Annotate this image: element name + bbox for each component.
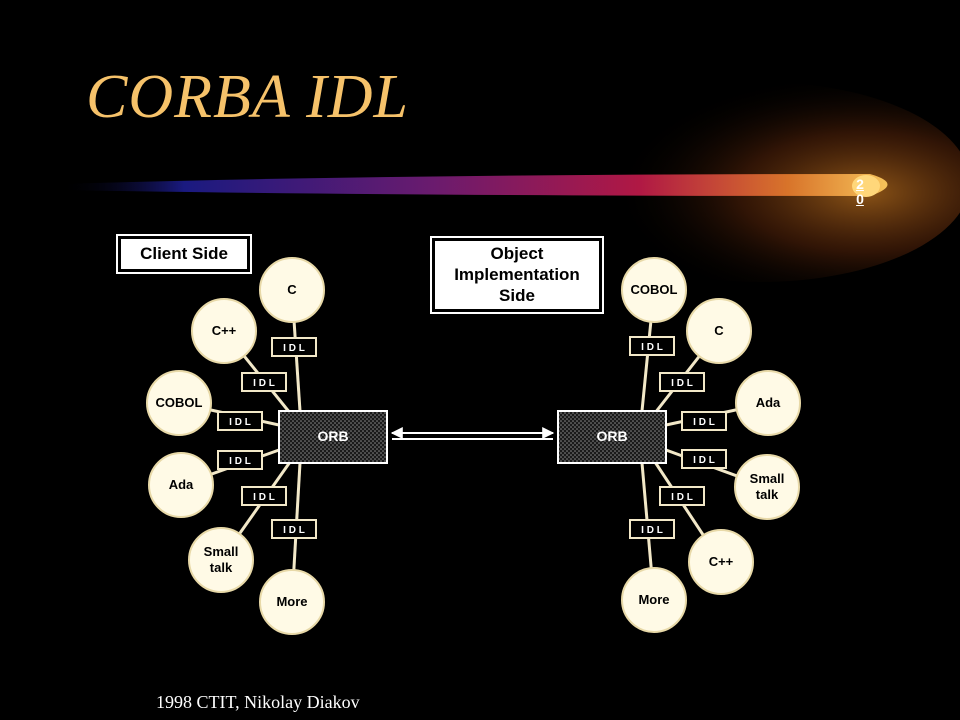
slide-number-digit: 0 [856,191,864,207]
language-label: Ada [169,477,194,492]
slide-number-digit: 2 [856,176,864,192]
idl-tag [217,411,263,431]
idl-tag-label: I D L [671,378,693,389]
slide-number: 2 0 [852,177,868,207]
object-side-line: Side [499,286,535,305]
language-label: Small [204,544,239,559]
language-label: C++ [709,554,734,569]
language-node [191,298,257,364]
idl-tag-label: I D L [283,525,305,536]
object-side-line: Implementation [454,265,580,284]
orb-box [557,410,667,464]
orb-label: ORB [317,428,348,444]
idl-tag [271,337,317,357]
orb-label: ORB [596,428,627,444]
language-node [686,298,752,364]
client-side-label: Client Side [116,234,252,274]
idl-tag-label: I D L [641,525,663,536]
idl-tag-label: I D L [693,455,715,466]
idl-tag-label: I D L [693,417,715,428]
language-label: COBOL [631,282,678,297]
language-node [734,454,800,520]
language-label: More [276,594,307,609]
language-label: More [638,592,669,607]
idl-tag [271,519,317,539]
language-label: talk [756,487,779,502]
language-label: C [714,323,724,338]
language-label: C [287,282,297,297]
language-node [188,527,254,593]
language-label: Small [750,471,785,486]
language-label: COBOL [156,395,203,410]
language-node [259,257,325,323]
idl-tag [681,449,727,469]
language-node [735,370,801,436]
idl-tag [241,372,287,392]
language-label: talk [210,560,233,575]
language-node [688,529,754,595]
idl-tag [629,519,675,539]
language-node [148,452,214,518]
idl-tag [241,486,287,506]
idl-tag-label: I D L [671,492,693,503]
language-node [146,370,212,436]
object-side-line: Object [490,244,544,263]
idl-tag [629,336,675,356]
idl-tag-label: I D L [253,492,275,503]
idl-tag [659,372,705,392]
idl-tag [659,486,705,506]
idl-tag-label: I D L [229,456,251,467]
language-node [621,567,687,633]
slide-title: CORBA IDL [86,63,410,131]
idl-tag-label: I D L [253,378,275,389]
idl-tag [681,411,727,431]
idl-tag-label: I D L [641,342,663,353]
object-side-label: Object Implementation Side [430,236,604,314]
footer-credit: 1998 CTIT, Nikolay Diakov [156,692,360,712]
orb-box [278,410,388,464]
idl-tag-label: I D L [229,417,251,428]
language-node [259,569,325,635]
language-label: C++ [212,323,237,338]
language-label: Ada [756,395,781,410]
language-node [621,257,687,323]
idl-tag-label: I D L [283,343,305,354]
idl-tag [217,450,263,470]
